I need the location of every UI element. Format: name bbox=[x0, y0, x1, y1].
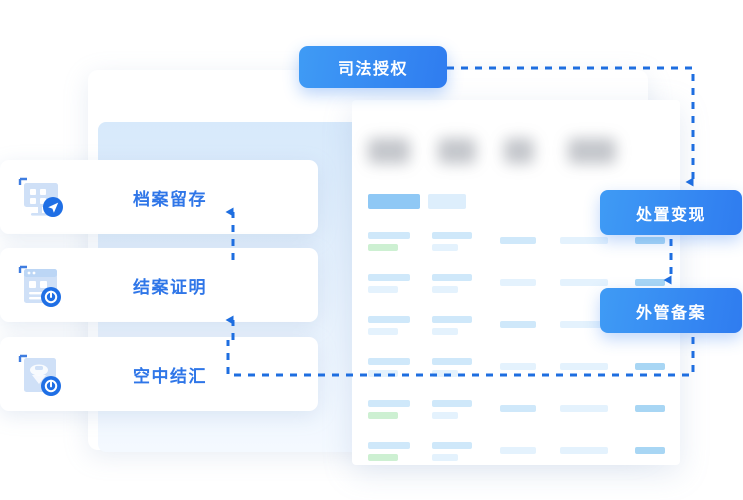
row-col1-secondary bbox=[368, 244, 398, 251]
row-col1-secondary bbox=[368, 454, 398, 461]
table-row bbox=[352, 228, 680, 270]
foreign-exchange-filing-label: 外管备案 bbox=[635, 304, 706, 322]
row-col3 bbox=[500, 363, 536, 370]
document-table-rows bbox=[352, 228, 680, 465]
row-col2-secondary bbox=[432, 370, 458, 377]
row-col2-secondary bbox=[432, 286, 458, 293]
table-row bbox=[352, 396, 680, 438]
row-col2-secondary bbox=[432, 454, 458, 461]
row-col3 bbox=[500, 237, 536, 244]
row-col4 bbox=[560, 405, 608, 412]
row-col1-primary bbox=[368, 358, 410, 365]
row-col2-secondary bbox=[432, 328, 458, 335]
judicial-authorization-chip[interactable]: 司法授权 bbox=[299, 46, 447, 88]
cloud-settlement-power-icon bbox=[12, 346, 68, 402]
row-col5 bbox=[635, 447, 665, 454]
disposal-realization-button[interactable]: 处置变现 bbox=[600, 190, 742, 235]
row-col1-primary bbox=[368, 232, 410, 239]
header-blur-label-4 bbox=[568, 138, 616, 164]
row-col1-secondary bbox=[368, 328, 398, 335]
row-col2-secondary bbox=[432, 412, 458, 419]
monitor-grid-send-icon bbox=[12, 169, 68, 225]
disposal-realization-label: 处置变现 bbox=[635, 206, 706, 224]
row-col1-secondary bbox=[368, 412, 398, 419]
row-col4 bbox=[560, 321, 608, 328]
row-col4 bbox=[560, 363, 608, 370]
row-col1-secondary bbox=[368, 370, 398, 377]
row-col2-primary bbox=[432, 274, 472, 281]
row-col3 bbox=[500, 321, 536, 328]
document-header-row bbox=[352, 130, 680, 176]
row-col3 bbox=[500, 405, 536, 412]
chip-primary bbox=[368, 194, 420, 209]
feature-card-archive[interactable]: 档案留存 bbox=[0, 160, 318, 234]
row-col3 bbox=[500, 279, 536, 286]
row-col4 bbox=[560, 279, 608, 286]
feature-card-settlement-label: 空中结汇 bbox=[133, 366, 207, 386]
row-col2-primary bbox=[432, 232, 472, 239]
chip-secondary bbox=[428, 194, 466, 209]
feature-card-case-proof[interactable]: 结案证明 bbox=[0, 248, 318, 322]
row-col3 bbox=[500, 447, 536, 454]
table-row bbox=[352, 270, 680, 312]
header-blur-label-3 bbox=[504, 138, 534, 164]
row-col5 bbox=[635, 405, 665, 412]
row-col1-primary bbox=[368, 400, 410, 407]
header-blur-label-1 bbox=[368, 138, 410, 164]
row-col4 bbox=[560, 237, 608, 244]
row-col1-secondary bbox=[368, 286, 398, 293]
row-col5 bbox=[635, 279, 665, 286]
feature-card-case-proof-label: 结案证明 bbox=[133, 277, 207, 297]
feature-card-settlement[interactable]: 空中结汇 bbox=[0, 337, 318, 411]
document-chips bbox=[368, 194, 466, 209]
foreign-exchange-filing-button[interactable]: 外管备案 bbox=[600, 288, 742, 333]
row-col2-primary bbox=[432, 358, 472, 365]
header-blur-label-2 bbox=[438, 138, 476, 164]
row-col2-primary bbox=[432, 316, 472, 323]
row-col2-primary bbox=[432, 442, 472, 449]
row-col2-primary bbox=[432, 400, 472, 407]
row-col1-primary bbox=[368, 274, 410, 281]
judicial-authorization-label: 司法授权 bbox=[337, 61, 408, 78]
row-col4 bbox=[560, 447, 608, 454]
row-col1-primary bbox=[368, 442, 410, 449]
row-col2-secondary bbox=[432, 244, 458, 251]
table-row bbox=[352, 438, 680, 465]
table-row bbox=[352, 354, 680, 396]
row-col1-primary bbox=[368, 316, 410, 323]
row-col5 bbox=[635, 237, 665, 244]
row-col5 bbox=[635, 363, 665, 370]
document-check-icon bbox=[12, 257, 68, 313]
document-panel bbox=[352, 100, 680, 465]
feature-card-archive-label: 档案留存 bbox=[133, 189, 207, 209]
